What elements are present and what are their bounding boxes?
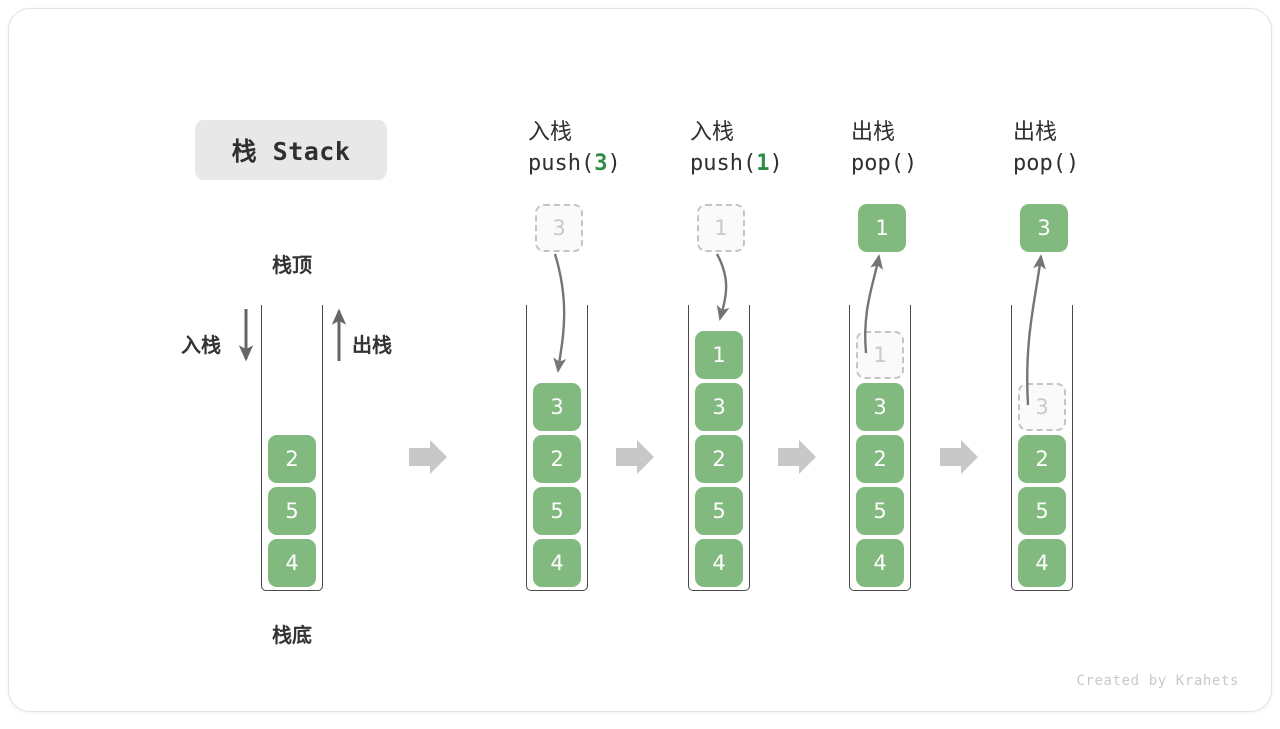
- stack-container-step-3: [849, 305, 911, 591]
- stack-cell-step-3: 3: [856, 383, 904, 431]
- step-operation-code: push(1): [690, 148, 783, 179]
- step-operation-name: 出栈: [1013, 120, 1058, 145]
- floating-cell-step-3: 1: [858, 204, 906, 252]
- stack-container-initial: [261, 305, 323, 591]
- stack-cell-step-2: 3: [695, 383, 743, 431]
- stack-cell-step-2: 2: [695, 435, 743, 483]
- code-argument: 1: [756, 151, 770, 177]
- stack-bottom-label: 栈底: [272, 623, 312, 647]
- code-prefix: pop(: [1013, 151, 1066, 177]
- code-suffix: ): [1065, 151, 1080, 177]
- stack-cell-step-3: 1: [856, 331, 904, 379]
- code-suffix: ): [769, 151, 783, 177]
- stack-cell-step-3: 2: [856, 435, 904, 483]
- pop-direction-label: 出栈: [352, 333, 392, 357]
- stack-cell-step-1: 4: [533, 539, 581, 587]
- step-operation-code: pop(): [1013, 148, 1079, 179]
- code-suffix: ): [903, 151, 918, 177]
- stack-container-step-4: [1011, 305, 1073, 591]
- code-suffix: ): [607, 151, 621, 177]
- stack-cell-step-4: 2: [1018, 435, 1066, 483]
- floating-cell-step-4: 3: [1020, 204, 1068, 252]
- stack-cell-initial: 2: [268, 435, 316, 483]
- stack-cell-step-2: 1: [695, 331, 743, 379]
- stack-container-step-2: [688, 305, 750, 591]
- code-prefix: push(: [690, 151, 757, 177]
- step-operation-code: push(3): [528, 148, 621, 179]
- stack-container-step-1: [526, 305, 588, 591]
- watermark-credit: Created by Krahets: [1076, 673, 1239, 689]
- stack-title-badge: 栈 Stack: [195, 120, 387, 180]
- code-prefix: pop(: [851, 151, 904, 177]
- stack-cell-step-2: 5: [695, 487, 743, 535]
- stack-top-label: 栈顶: [272, 253, 312, 277]
- stack-cell-step-1: 5: [533, 487, 581, 535]
- stack-cell-step-2: 4: [695, 539, 743, 587]
- stack-cell-step-1: 2: [533, 435, 581, 483]
- code-argument: 3: [594, 151, 608, 177]
- floating-cell-step-2: 1: [697, 204, 745, 252]
- step-header-1: 入栈 push(3): [528, 117, 621, 179]
- push-direction-label: 入栈: [181, 333, 221, 357]
- stack-cell-step-3: 4: [856, 539, 904, 587]
- stack-cell-step-4: 3: [1018, 383, 1066, 431]
- stack-cell-step-3: 5: [856, 487, 904, 535]
- stack-cell-initial: 5: [268, 487, 316, 535]
- floating-cell-step-1: 3: [535, 204, 583, 252]
- stack-cell-initial: 4: [268, 539, 316, 587]
- stack-cell-step-1: 3: [533, 383, 581, 431]
- step-operation-name: 入栈: [690, 120, 735, 145]
- step-operation-name: 出栈: [851, 120, 896, 145]
- stack-cell-step-4: 4: [1018, 539, 1066, 587]
- step-header-3: 出栈 pop(): [851, 117, 917, 179]
- code-prefix: push(: [528, 151, 595, 177]
- step-operation-code: pop(): [851, 148, 917, 179]
- step-operation-name: 入栈: [528, 120, 573, 145]
- step-header-4: 出栈 pop(): [1013, 117, 1079, 179]
- stack-cell-step-4: 5: [1018, 487, 1066, 535]
- step-header-2: 入栈 push(1): [690, 117, 783, 179]
